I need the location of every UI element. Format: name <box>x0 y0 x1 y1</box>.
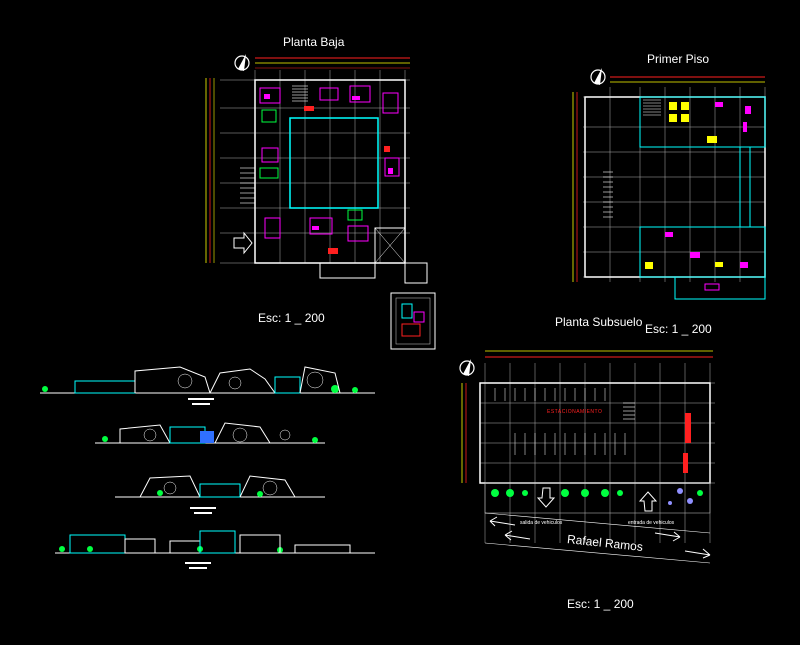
primer-piso-plan <box>565 62 775 307</box>
elevation-1-scale-bar <box>188 398 218 406</box>
north-arrow-icon <box>234 54 250 71</box>
planta-subsuelo-plan <box>455 343 725 573</box>
planta-baja-plan <box>200 48 440 288</box>
elevation-3-scale-bar <box>190 507 220 515</box>
parking-label: ESTACIONAMIENTO <box>547 409 603 415</box>
north-arrow-icon <box>459 359 475 376</box>
primer-piso-title: Primer Piso <box>647 52 710 66</box>
elevation-4 <box>50 525 380 560</box>
elevation-2 <box>90 415 330 450</box>
right-arrow-text: entrada de vehiculos <box>628 520 675 526</box>
north-arrow-icon <box>590 68 606 85</box>
scale-label-subsuelo: Esc: 1 _ 200 <box>567 597 634 611</box>
car-entrance-arrow-icon <box>536 487 556 508</box>
detail-plan <box>390 292 436 350</box>
entrance-arrow-icon <box>233 231 253 255</box>
car-exit-arrow-icon <box>638 491 658 512</box>
scale-label-primer: Esc: 1 _ 200 <box>645 322 712 336</box>
planta-subsuelo-title: Planta Subsuelo <box>555 315 643 329</box>
scale-label-baja: Esc: 1 _ 200 <box>258 311 325 325</box>
planta-baja-title: Planta Baja <box>283 35 345 49</box>
elevation-4-scale-bar <box>185 562 215 570</box>
left-arrow-text: salida de vehiculos <box>520 520 563 526</box>
elevation-3 <box>110 470 330 505</box>
elevation-1 <box>35 355 380 405</box>
